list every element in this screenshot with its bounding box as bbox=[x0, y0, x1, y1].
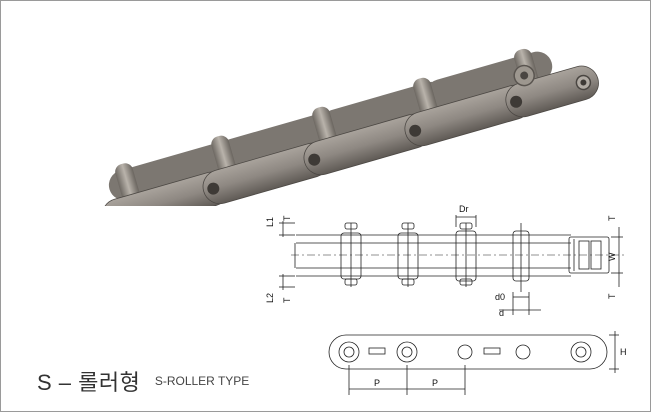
caption-korean: S – 롤러형 bbox=[37, 370, 141, 395]
dim-d0-label: d0 bbox=[495, 292, 505, 302]
dim-t-top-right-label: T bbox=[607, 215, 617, 221]
dim-t-top-left-label: T bbox=[282, 215, 292, 221]
dim-p2-label: P bbox=[432, 378, 438, 388]
plan-view-drawing: Dr L1 T L2 T T W T d0 d bbox=[265, 204, 626, 318]
dim-l1-label: L1 bbox=[265, 217, 275, 227]
dim-h-label: H bbox=[620, 347, 627, 357]
dim-d-label: d bbox=[499, 308, 504, 318]
side-view-drawing: P P H bbox=[328, 331, 627, 395]
dim-p1-label: P bbox=[374, 378, 380, 388]
dim-t-bottom-left-label: T bbox=[282, 297, 292, 303]
chain-photo bbox=[101, 48, 599, 206]
dim-t-bottom-right-label: T bbox=[607, 293, 617, 299]
dim-l2-label: L2 bbox=[265, 293, 275, 303]
product-caption: S – 롤러형 S-ROLLER TYPE bbox=[37, 365, 249, 397]
caption-english: S-ROLLER TYPE bbox=[154, 374, 250, 388]
dim-w-label: W bbox=[607, 252, 617, 261]
dim-dr-label: Dr bbox=[459, 204, 469, 214]
